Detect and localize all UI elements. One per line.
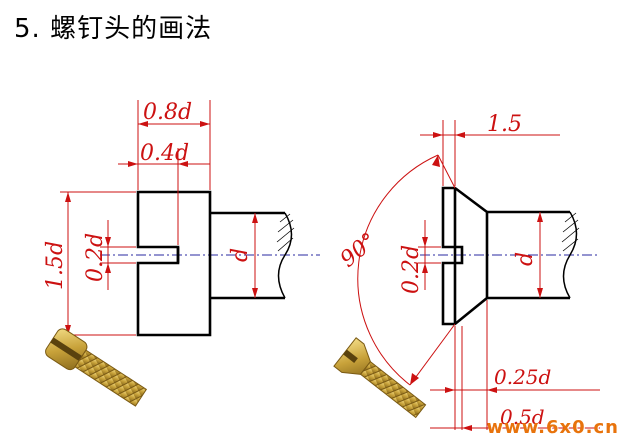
left-break-line [277, 212, 293, 299]
left-dim-top-width: 0.8d [143, 100, 192, 125]
right-dim-angle: 90° [336, 228, 382, 272]
brass-countersunk-screw-image [333, 337, 427, 419]
left-dim-diameter: d [228, 248, 253, 262]
left-head [136, 190, 212, 337]
page-title: 5. 螺钉头的画法 [14, 14, 213, 44]
brass-cheese-screw-image [45, 328, 148, 407]
right-dim-diameter: d [513, 252, 538, 266]
left-dim-slot-width: 0.4d [140, 141, 189, 166]
watermark: www.6x0.cn [486, 417, 619, 438]
right-break-line [562, 211, 578, 299]
left-hatch [276, 213, 295, 252]
right-head [441, 186, 489, 326]
left-dim-slot-depth: 0.2d [83, 233, 108, 282]
right-dim-slot-depth: 0.2d [399, 245, 424, 294]
right-dim-bottom-a: 0.25d [494, 365, 551, 389]
left-drawing: 0.8d 0.4d 1.5d 0.2d d [43, 100, 320, 337]
right-angle-arc [357, 154, 439, 386]
left-dim-height: 1.5d [43, 241, 68, 290]
right-dim-bottom-b: 0.5d [500, 405, 545, 429]
right-hatch [561, 212, 580, 252]
left-extension-lines [60, 100, 211, 336]
right-dim-top-width: 1.5 [487, 112, 522, 137]
